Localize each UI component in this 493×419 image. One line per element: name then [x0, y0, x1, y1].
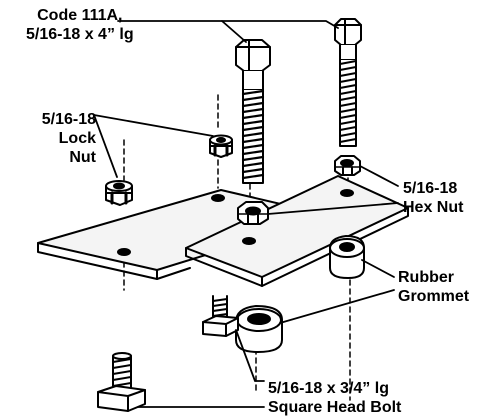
grommet-word-rubber: Rubber [398, 269, 454, 286]
bolt-code-text: Code 111A, [37, 7, 123, 24]
lock-nut-word-nut: Nut [69, 149, 96, 166]
lock-nut-callout-label: 5/16-18 Lock Nut [10, 110, 96, 167]
hex-bolt-right [334, 18, 362, 147]
hex-nut-size-text: 5/16-18 [403, 180, 458, 197]
leader-lines [93, 20, 399, 408]
bolt-right-threads [339, 60, 357, 143]
square-bolt-name-text: Square Head Bolt [268, 399, 402, 416]
square-bolt-large [97, 352, 146, 412]
square-bolt-callout-label: 5/16-18 x 3/4” lg Square Head Bolt [268, 379, 401, 417]
bolt-size-text: 5/16-18 x 4” lg [26, 26, 134, 43]
square-bolt-size-text: 5/16-18 x 3/4” lg [268, 380, 389, 397]
grommet-callout-label: Rubber Grommet [398, 268, 469, 306]
lock-nut-left [105, 180, 133, 206]
grommet-word-grommet: Grommet [398, 288, 470, 305]
right-mounting-plate [185, 175, 409, 287]
hex-nut-right [334, 155, 361, 176]
hex-nut-callout-label: 5/16-18 Hex Nut [403, 179, 463, 217]
hex-nut-center [237, 201, 269, 225]
hex-nut-name-text: Hex Nut [403, 199, 464, 216]
square-bolt-small [202, 295, 239, 337]
rubber-grommet-right [329, 235, 365, 279]
lock-nut-word-lock: Lock [58, 130, 96, 147]
lock-nut-size-text: 5/16-18 [41, 111, 96, 128]
rubber-grommet-left [235, 305, 283, 353]
lock-nut-center [209, 134, 233, 158]
bolt-callout-label: Code 111A, 5/16-18 x 4” lg [26, 6, 134, 44]
bolt-center-threads [241, 89, 265, 180]
